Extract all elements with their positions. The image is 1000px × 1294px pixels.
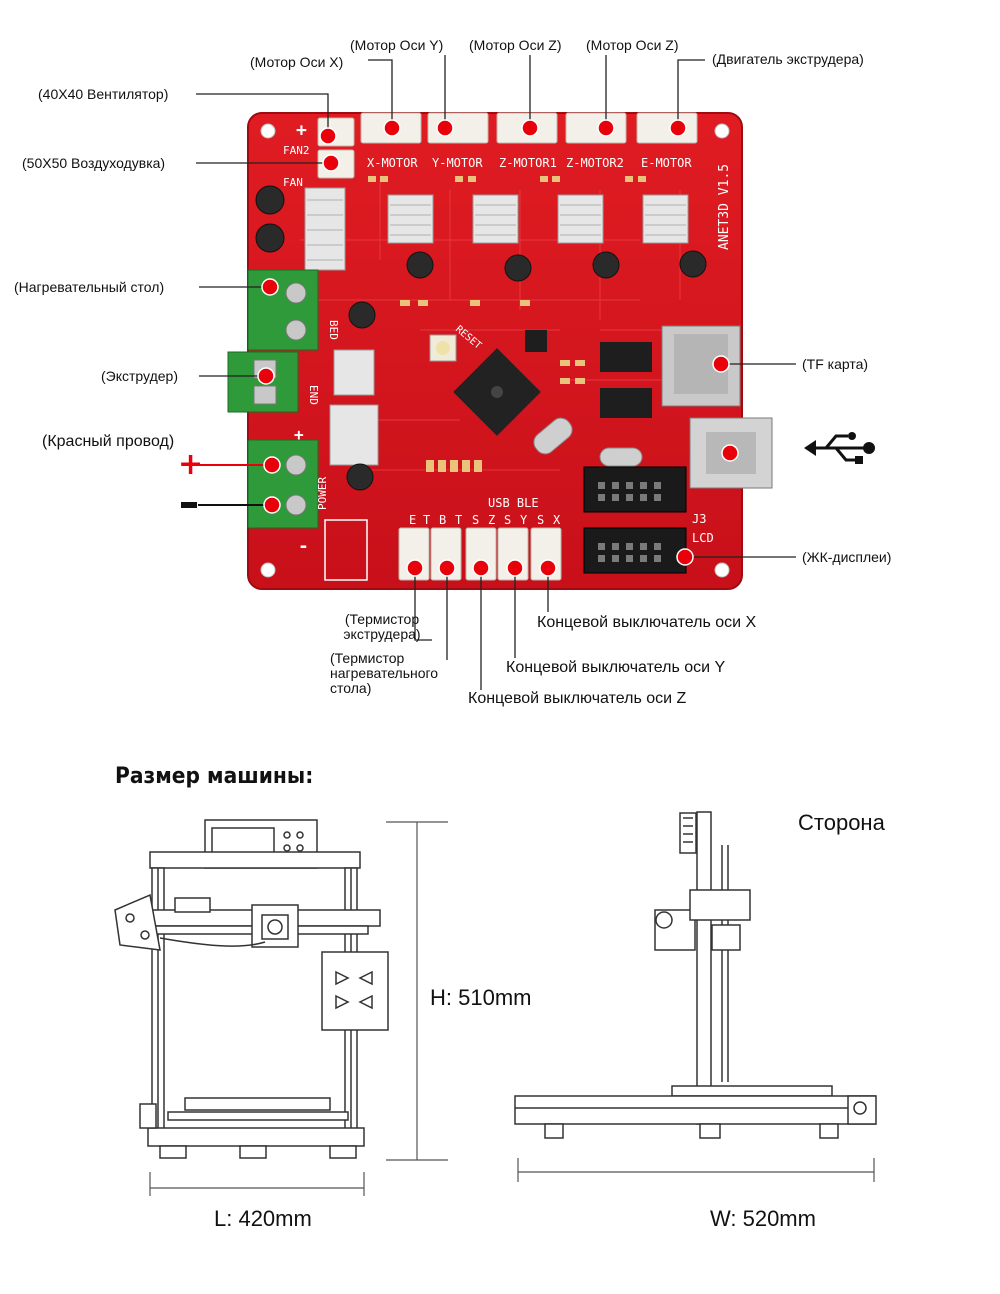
leader-lines xyxy=(196,55,796,690)
silk-lcd: LCD xyxy=(692,531,714,545)
printer-front-view xyxy=(114,819,389,1159)
label-endstop-x: Концевой выключатель оси X xyxy=(537,614,757,631)
control-board xyxy=(227,112,773,590)
silk-e-motor: E-MOTOR xyxy=(641,156,692,170)
silk-x-motor: X-MOTOR xyxy=(367,156,418,170)
label-fan-50: (50X50 Воздуходувка) xyxy=(22,155,166,171)
label-red-wire: (Красный провод) xyxy=(42,433,175,450)
silk-fan1: FAN xyxy=(283,176,303,189)
usb-icon xyxy=(804,432,875,464)
microcontroller xyxy=(453,348,541,436)
silk-minus-power: - xyxy=(298,536,309,557)
label-endstop-z: Концевой выключатель оси Z xyxy=(468,690,687,707)
silk-usb-ble: USB BLE xyxy=(488,496,539,510)
silk-pin-s3: S xyxy=(537,513,544,527)
silk-plus-power: + xyxy=(294,425,304,444)
label-thermistor-bed-line1: (Термистор xyxy=(330,650,405,666)
silk-pin-t1: T xyxy=(423,513,430,527)
silk-y-motor: Y-MOTOR xyxy=(432,156,483,170)
label-tf-card: (TF карта) xyxy=(802,356,869,372)
silk-model: ANET3D V1.5 xyxy=(717,164,732,250)
dimensions-heading: Размер машины: xyxy=(115,764,314,789)
silk-pin-e: E xyxy=(409,513,416,527)
silk-z-motor2: Z-MOTOR2 xyxy=(566,156,624,170)
label-motor-z1: (Мотор Оси Z) xyxy=(469,37,562,53)
label-motor-y: (Мотор Оси Y) xyxy=(350,37,444,53)
silk-plus-fan: + xyxy=(296,120,307,141)
silk-pin-y: Y xyxy=(520,513,528,527)
marker-dots xyxy=(257,119,739,577)
silk-pin-s1: S xyxy=(472,513,479,527)
printer-side-view xyxy=(514,811,877,1139)
capacitors xyxy=(255,185,707,491)
silk-power: POWER xyxy=(316,477,329,510)
label-fan-40: (40X40 Вентилятор) xyxy=(38,86,169,102)
silk-pin-z: Z xyxy=(488,513,495,527)
silk-pin-t2: T xyxy=(455,513,462,527)
label-lcd: (ЖК-дисплеи) xyxy=(802,549,892,565)
label-motor-x: (Мотор Оси X) xyxy=(250,54,344,70)
height-label: H: 510mm xyxy=(430,985,532,1010)
length-label: L: 420mm xyxy=(214,1206,312,1231)
silk-fan2: FAN2 xyxy=(283,144,310,157)
label-motor-z2: (Мотор Оси Z) xyxy=(586,37,679,53)
silk-pin-s2: S xyxy=(504,513,511,527)
side-view-label: Сторона xyxy=(798,810,885,835)
label-extruder-motor: (Двигатель экструдера) xyxy=(712,51,864,67)
silk-pin-x: X xyxy=(553,513,561,527)
silk-end: END xyxy=(307,385,320,405)
label-heated-bed: (Нагревательный стол) xyxy=(14,279,165,295)
silk-j3: J3 xyxy=(692,512,706,526)
label-thermistor-extruder-line1: (Термистор xyxy=(344,611,420,627)
label-thermistor-bed-line2: нагревательного xyxy=(330,665,439,681)
label-extruder: (Экструдер) xyxy=(101,368,178,384)
dimension-lines xyxy=(149,821,875,1196)
label-thermistor-bed: (Термистор нагревательного стола) xyxy=(330,651,470,696)
label-thermistor-extruder: (Термистор экструдера) xyxy=(330,612,434,642)
width-label: W: 520mm xyxy=(710,1206,816,1231)
screw-terminals xyxy=(227,269,319,529)
silk-z-motor1: Z-MOTOR1 xyxy=(499,156,557,170)
plus-sign: + xyxy=(178,447,203,482)
label-endstop-y: Концевой выключатель оси Y xyxy=(506,659,726,676)
silk-bed: BED xyxy=(327,320,340,340)
silk-pin-b: B xyxy=(439,513,446,527)
label-thermistor-bed-line3: стола) xyxy=(330,680,372,696)
minus-sign xyxy=(181,502,197,508)
label-thermistor-extruder-line2: экструдера) xyxy=(343,626,421,642)
